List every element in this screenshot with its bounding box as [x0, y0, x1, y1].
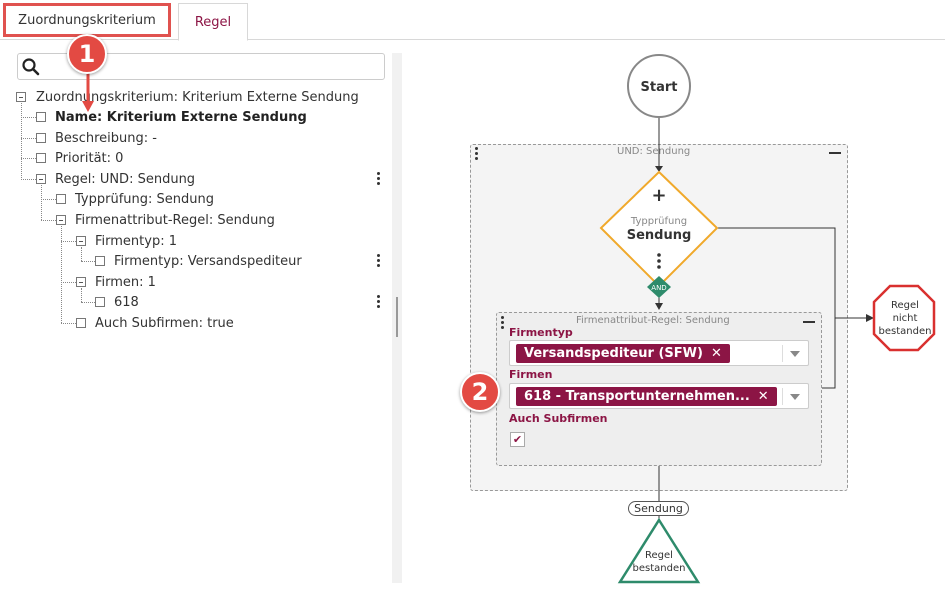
tree-connector: [21, 103, 22, 180]
collapse-icon[interactable]: [829, 152, 841, 154]
tree-node-firmentyp-value[interactable]: Firmentyp: Versandspediteur: [114, 254, 302, 269]
chevron-down-icon[interactable]: [790, 351, 800, 357]
pass-label-1: Regel: [645, 550, 673, 561]
annotation-badge-1: 1: [67, 34, 107, 74]
leaf-icon: [76, 318, 86, 328]
scrollbar-handle[interactable]: [396, 297, 398, 337]
fail-label-1: Regel: [891, 300, 919, 311]
add-icon: +: [651, 185, 666, 206]
tree-node-typpruefung[interactable]: Typprüfung: Sendung: [75, 192, 214, 207]
tree-node-prioritaet[interactable]: Priorität: 0: [55, 151, 124, 166]
search-icon: [22, 58, 40, 76]
leaf-icon: [95, 256, 105, 266]
tab-label: Zuordnungskriterium: [18, 12, 156, 28]
und-group-label: UND: Sendung: [617, 146, 691, 157]
leaf-icon: [95, 297, 105, 307]
more-options-icon[interactable]: [375, 295, 381, 309]
firmen-label: Firmen: [509, 368, 553, 381]
typpruefung-value: Sendung: [627, 228, 692, 243]
firmentyp-select[interactable]: Versandspediteur (SFW) ✕: [509, 340, 809, 366]
leaf-icon: [36, 112, 46, 122]
tree-node-firmenattribut[interactable]: Firmenattribut-Regel: Sendung: [75, 213, 275, 228]
more-options-icon: [657, 253, 661, 257]
fail-label-3: bestanden: [879, 326, 932, 337]
tree-connector: [21, 138, 36, 139]
tree-connector: [41, 199, 56, 200]
tree-connector: [21, 179, 36, 180]
tree-node-firmentyp[interactable]: Firmentyp: 1: [95, 234, 177, 249]
more-options-icon[interactable]: [473, 147, 479, 161]
close-icon[interactable]: ✕: [710, 346, 722, 361]
tree-connector: [21, 158, 36, 159]
tab-regel[interactable]: Regel: [178, 3, 248, 41]
tree-connector: [41, 220, 56, 221]
start-label: Start: [641, 80, 678, 95]
tree-node-beschreibung[interactable]: Beschreibung: -: [55, 131, 157, 146]
chip-text: 618 - Transportunternehmen...: [524, 389, 750, 404]
collapse-icon[interactable]: [76, 277, 86, 287]
firmenattribut-group-label: Firmenattribut-Regel: Sendung: [576, 315, 730, 326]
tree-node-regel[interactable]: Regel: UND: Sendung: [55, 172, 196, 187]
tree-node-root[interactable]: Zuordnungskriterium: Kriterium Externe S…: [36, 90, 359, 105]
tree-connector: [81, 261, 95, 262]
start-node: [627, 54, 691, 118]
tree-node-subfirmen[interactable]: Auch Subfirmen: true: [95, 316, 234, 331]
tab-label: Regel: [194, 14, 232, 30]
leaf-icon: [56, 194, 66, 204]
tree-node-firmen[interactable]: Firmen: 1: [95, 275, 156, 290]
tree-connector: [61, 323, 76, 324]
leaf-icon: [36, 153, 46, 163]
firmentyp-chip: Versandspediteur (SFW) ✕: [516, 344, 730, 363]
select-divider: [782, 345, 783, 362]
tree-node-firmen-value[interactable]: 618: [114, 295, 139, 310]
chevron-down-icon[interactable]: [790, 394, 800, 400]
more-options-icon[interactable]: [375, 172, 381, 186]
annotation-badge-2: 2: [460, 372, 500, 412]
typpruefung-title: Typprüfung: [630, 216, 687, 227]
tree-connector: [61, 226, 62, 323]
tree-connector: [61, 241, 76, 242]
subfirmen-label: Auch Subfirmen: [509, 412, 608, 425]
sendung-pill: Sendung: [628, 501, 689, 516]
collapse-icon[interactable]: [16, 92, 26, 102]
firmentyp-label: Firmentyp: [509, 326, 573, 339]
pass-label-2: bestanden: [633, 563, 686, 574]
collapse-icon[interactable]: [56, 215, 66, 225]
and-node: [647, 276, 671, 298]
tree-connector: [81, 247, 82, 261]
tree-connector: [61, 282, 76, 283]
subfirmen-checkbox[interactable]: ✔: [510, 432, 525, 447]
and-label: AND: [651, 284, 666, 292]
tree-node-name[interactable]: Name: Kriterium Externe Sendung: [55, 110, 307, 125]
tree-connector: [81, 302, 95, 303]
more-options-icon[interactable]: [499, 316, 505, 330]
regel-nicht-bestanden-node: [872, 284, 936, 352]
chip-text: Versandspediteur (SFW): [524, 346, 703, 361]
firmen-select[interactable]: 618 - Transportunternehmen... ✕: [509, 383, 809, 409]
collapse-icon[interactable]: [803, 321, 815, 323]
leaf-icon: [36, 133, 46, 143]
firmen-chip: 618 - Transportunternehmen... ✕: [516, 387, 777, 406]
tab-bar: Zuordnungskriterium Regel: [0, 0, 945, 41]
fail-label-2: nicht: [893, 313, 918, 324]
tree-connector: [21, 117, 36, 118]
select-divider: [782, 388, 783, 405]
close-icon[interactable]: ✕: [757, 389, 769, 404]
tree-connector: [41, 185, 42, 220]
more-options-icon[interactable]: [375, 254, 381, 268]
collapse-icon[interactable]: [76, 236, 86, 246]
regel-bestanden-node: [617, 517, 701, 584]
collapse-icon[interactable]: [36, 174, 46, 184]
tree-connector: [81, 288, 82, 302]
